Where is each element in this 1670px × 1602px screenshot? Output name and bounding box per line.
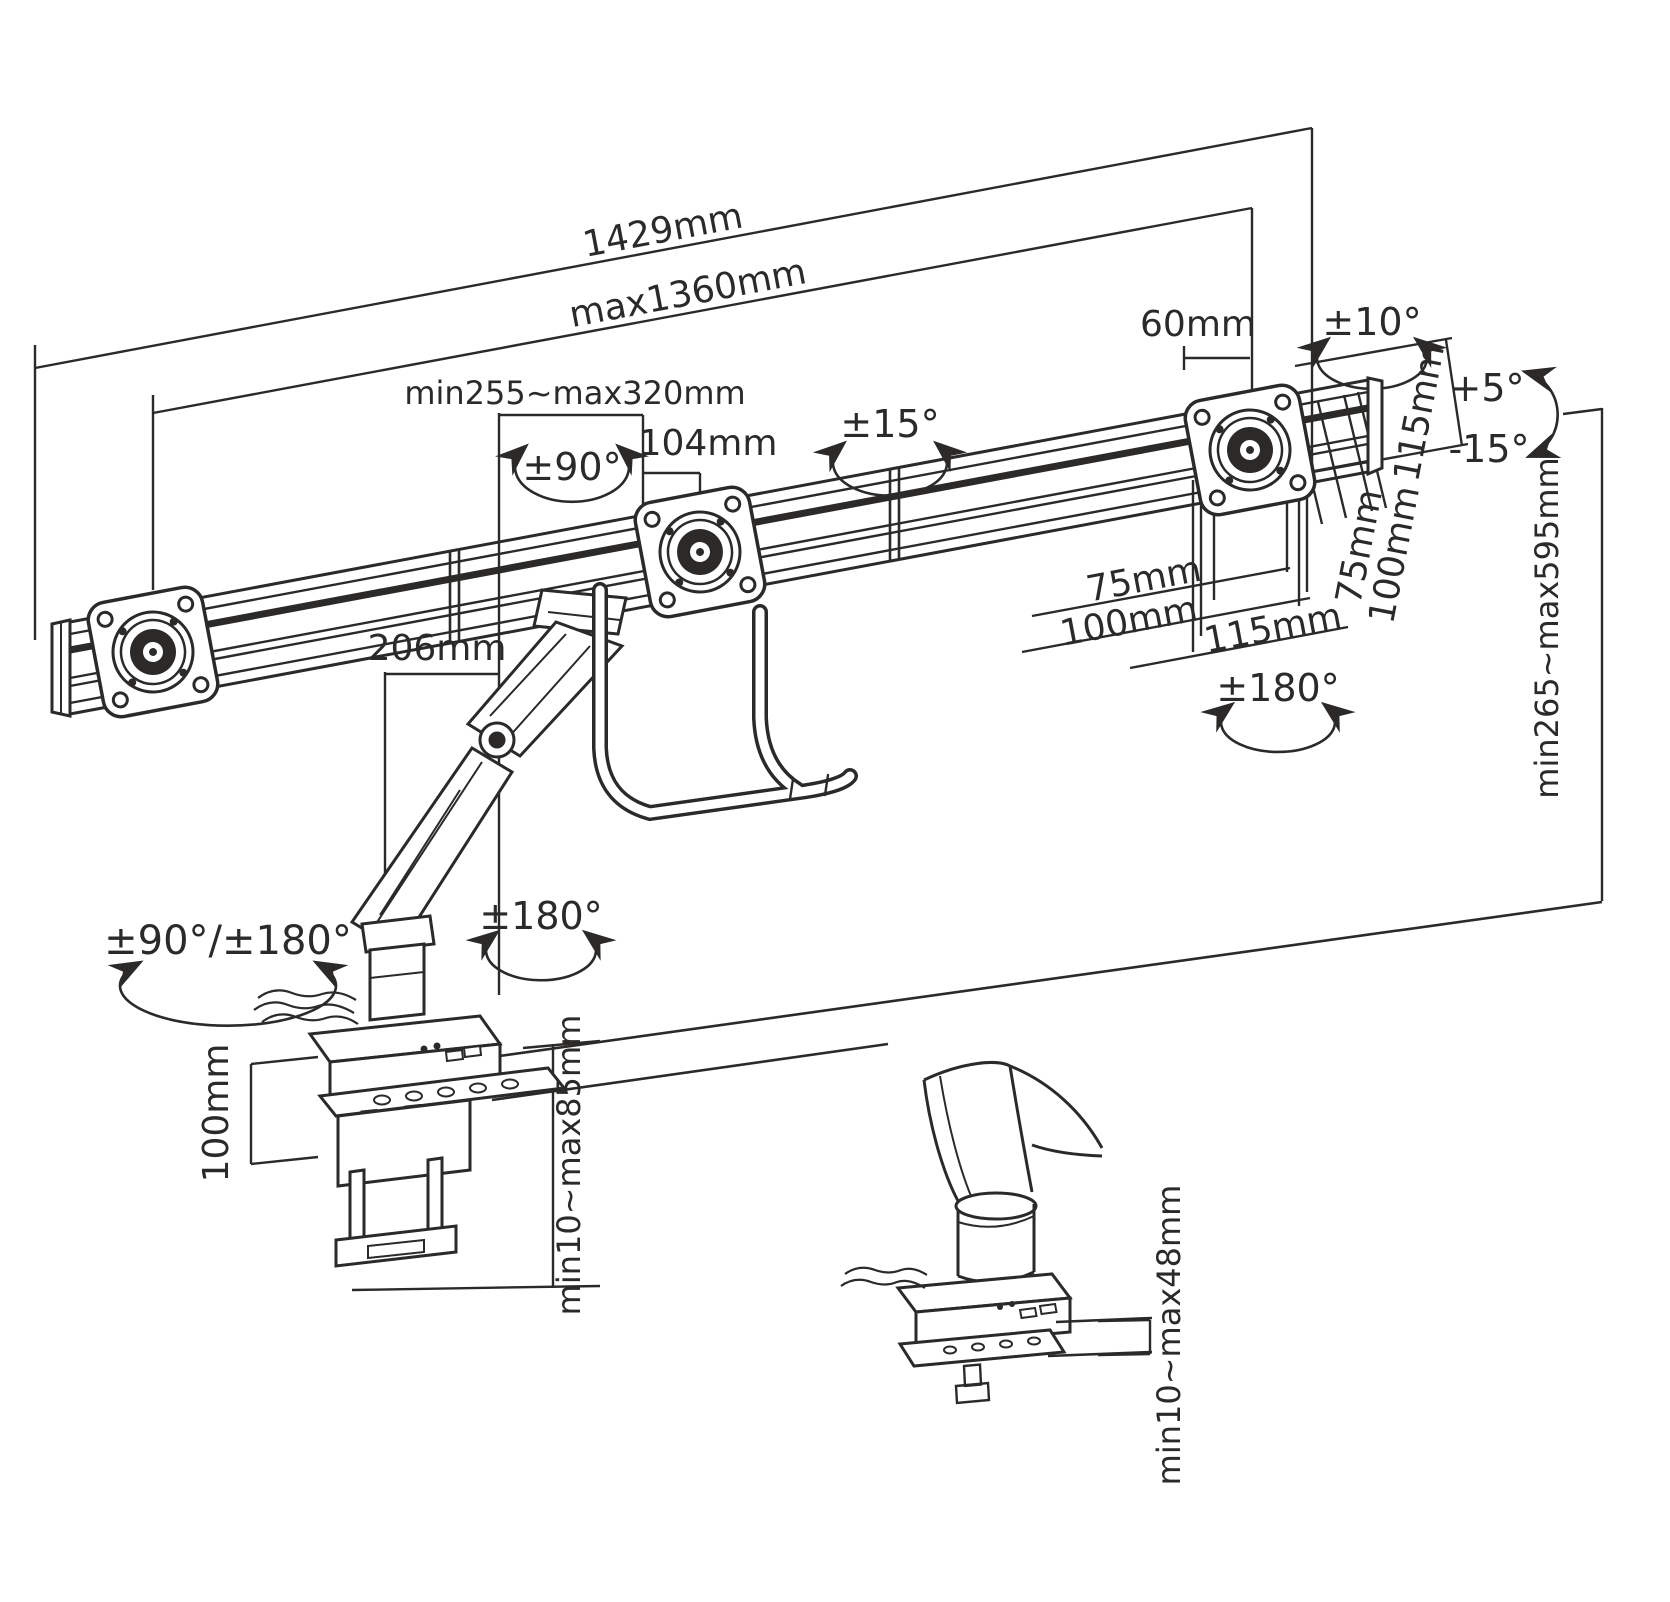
cables-detail — [840, 1266, 928, 1289]
clamp-port — [462, 1044, 483, 1059]
label-bar-width: max1360mm — [566, 251, 810, 336]
dim-line-height-top-tick — [1562, 407, 1603, 416]
label-clamp-range: min10~max85mm — [550, 1015, 588, 1316]
dim-conn-115 — [1129, 625, 1349, 670]
detail-port — [1038, 1302, 1058, 1316]
arm-rotation-collar — [360, 914, 436, 954]
label-tilt-down-angle: -15° — [1448, 427, 1529, 471]
clamp-foot-slot — [367, 1238, 425, 1260]
vesa-plate-center — [630, 482, 770, 622]
arc-screen-rotation — [1200, 701, 1356, 754]
label-height-range: min265~max595mm — [1528, 457, 1566, 798]
label-arm-rotation-angle: ±180° — [479, 894, 602, 938]
detail-collar — [954, 1191, 1038, 1221]
arm-pole — [368, 942, 426, 1022]
clamp-leg — [348, 1168, 366, 1246]
detail-grommet-plate — [897, 1328, 1067, 1368]
label-base-rotation-angle: ±90°/±180° — [104, 918, 352, 964]
desk-bottom-edge — [491, 1042, 889, 1102]
dim-line-plate-height — [1444, 339, 1464, 447]
label-arm-length: 206mm — [368, 628, 507, 669]
label-grommet-range: min10~max48mm — [1150, 1185, 1188, 1486]
detail-bolt-head — [954, 1381, 991, 1405]
labels: 1429mm max1360mm min255~max320mm 104mm 6… — [104, 196, 1566, 1486]
bar-joint-left — [448, 549, 461, 643]
dim-conn-100 — [1021, 596, 1311, 654]
arc-arm-rotation — [465, 929, 617, 982]
label-end-offset: 60mm — [1140, 304, 1256, 345]
detail-arm-left-edge — [922, 1079, 964, 1209]
detail-port — [1018, 1306, 1038, 1320]
arc-screen-tilt — [1520, 366, 1562, 458]
detail-arm-break-outer — [1009, 1064, 1104, 1149]
detail-desk-slab — [1047, 1316, 1153, 1358]
arm-top-clevis — [532, 588, 628, 636]
clamp-port — [444, 1048, 465, 1063]
label-screen-rotation-angle: ±180° — [1216, 666, 1339, 710]
bar-joint-right — [888, 467, 901, 561]
vesa-plate-left — [83, 582, 223, 722]
grommet-detail — [840, 1061, 1153, 1405]
label-plate-height: 115mm — [1386, 341, 1453, 485]
loop-joint-marks — [788, 773, 830, 801]
cable-management-loop — [592, 582, 858, 822]
arc-arm-pivot — [495, 443, 649, 504]
label-segment-swivel-angle: ±15° — [840, 402, 939, 446]
label-full-width: 1429mm — [580, 196, 747, 266]
detail-plate-holes — [943, 1336, 1041, 1355]
detail-pole-sides — [956, 1204, 1036, 1276]
dim-conn-75 — [1031, 566, 1291, 618]
label-base-height: 100mm — [196, 1044, 237, 1183]
label-pivot-offset: 104mm — [639, 423, 778, 464]
label-slide-range: min255~max320mm — [404, 374, 745, 412]
clamp-leg — [426, 1156, 444, 1234]
desk-clamp — [307, 1014, 567, 1268]
detail-arm-break-inner — [1031, 1143, 1103, 1158]
gas-spring-arm — [349, 588, 628, 1022]
detail-arm-break-top — [923, 1061, 1011, 1082]
dim-line-full-width — [34, 126, 1313, 370]
detail-arm-right-edge — [1008, 1065, 1034, 1193]
desk-top-edge — [491, 900, 1603, 1059]
arc-base-rotation — [107, 960, 349, 1027]
dim-line-bar-width — [152, 206, 1253, 415]
cables-main — [253, 989, 359, 1025]
label-bar-tilt-angle: ±10° — [1322, 300, 1421, 344]
desk-surface — [491, 900, 1603, 1102]
bar-right-endcap — [1366, 376, 1384, 477]
clamp-plate-holes — [373, 1078, 519, 1106]
label-tilt-up-angle: +5° — [1449, 366, 1524, 410]
vesa-plate-right — [1180, 380, 1320, 520]
label-arm-pivot-angle: ±90° — [522, 445, 621, 489]
